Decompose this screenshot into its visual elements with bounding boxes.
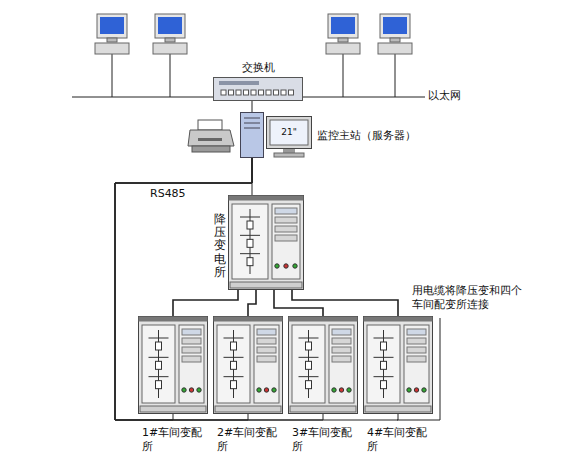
printer-icon [188,120,234,152]
screen-size-label: 21" [281,127,297,139]
node-label: 降压变电所 [214,213,226,279]
node-label: 2#车间变配所 [217,426,279,454]
monitor-icon [266,116,312,158]
cable-line [252,101,253,112]
note-text: 用电缆将降压变和四个车间配变所连接 [412,284,524,313]
cabinet-drawing [213,316,283,414]
network-switch: 交换机 [212,60,304,101]
node-label: 4#车间变配所 [367,426,429,454]
cabinet-drawing [363,316,433,414]
node-label: 监控主站（服务器） [317,128,416,143]
cable-line [173,290,238,316]
cabinet-drawing [288,316,358,414]
wire-label: RS485 [150,187,186,201]
server-tower [240,112,264,158]
switchgear-cabinet: 1#车间变配所 [138,316,208,454]
cabinet-drawing [228,195,304,290]
node-label: 3#车间变配所 [292,426,354,454]
node-label: 交换机 [242,60,275,75]
switchgear-cabinet: 3#车间变配所 [288,316,358,454]
cable-line [292,290,398,316]
pc-icons [95,14,412,54]
switch-device [213,77,303,101]
node-label: 1#车间变配所 [142,426,204,454]
cable-line [248,290,256,316]
switchgear-cabinet: 4#车间变配所 [363,316,433,454]
switchgear-cabinet: 2#车间变配所 [213,316,283,454]
rs485-line [115,158,398,420]
server-station: 监控主站（服务器） [240,112,416,158]
cabinet-drawing [138,316,208,414]
wire-label: 以太网 [428,89,461,103]
switchgear-cabinet: 降压变电所 [214,195,304,290]
cable-line [274,290,323,316]
